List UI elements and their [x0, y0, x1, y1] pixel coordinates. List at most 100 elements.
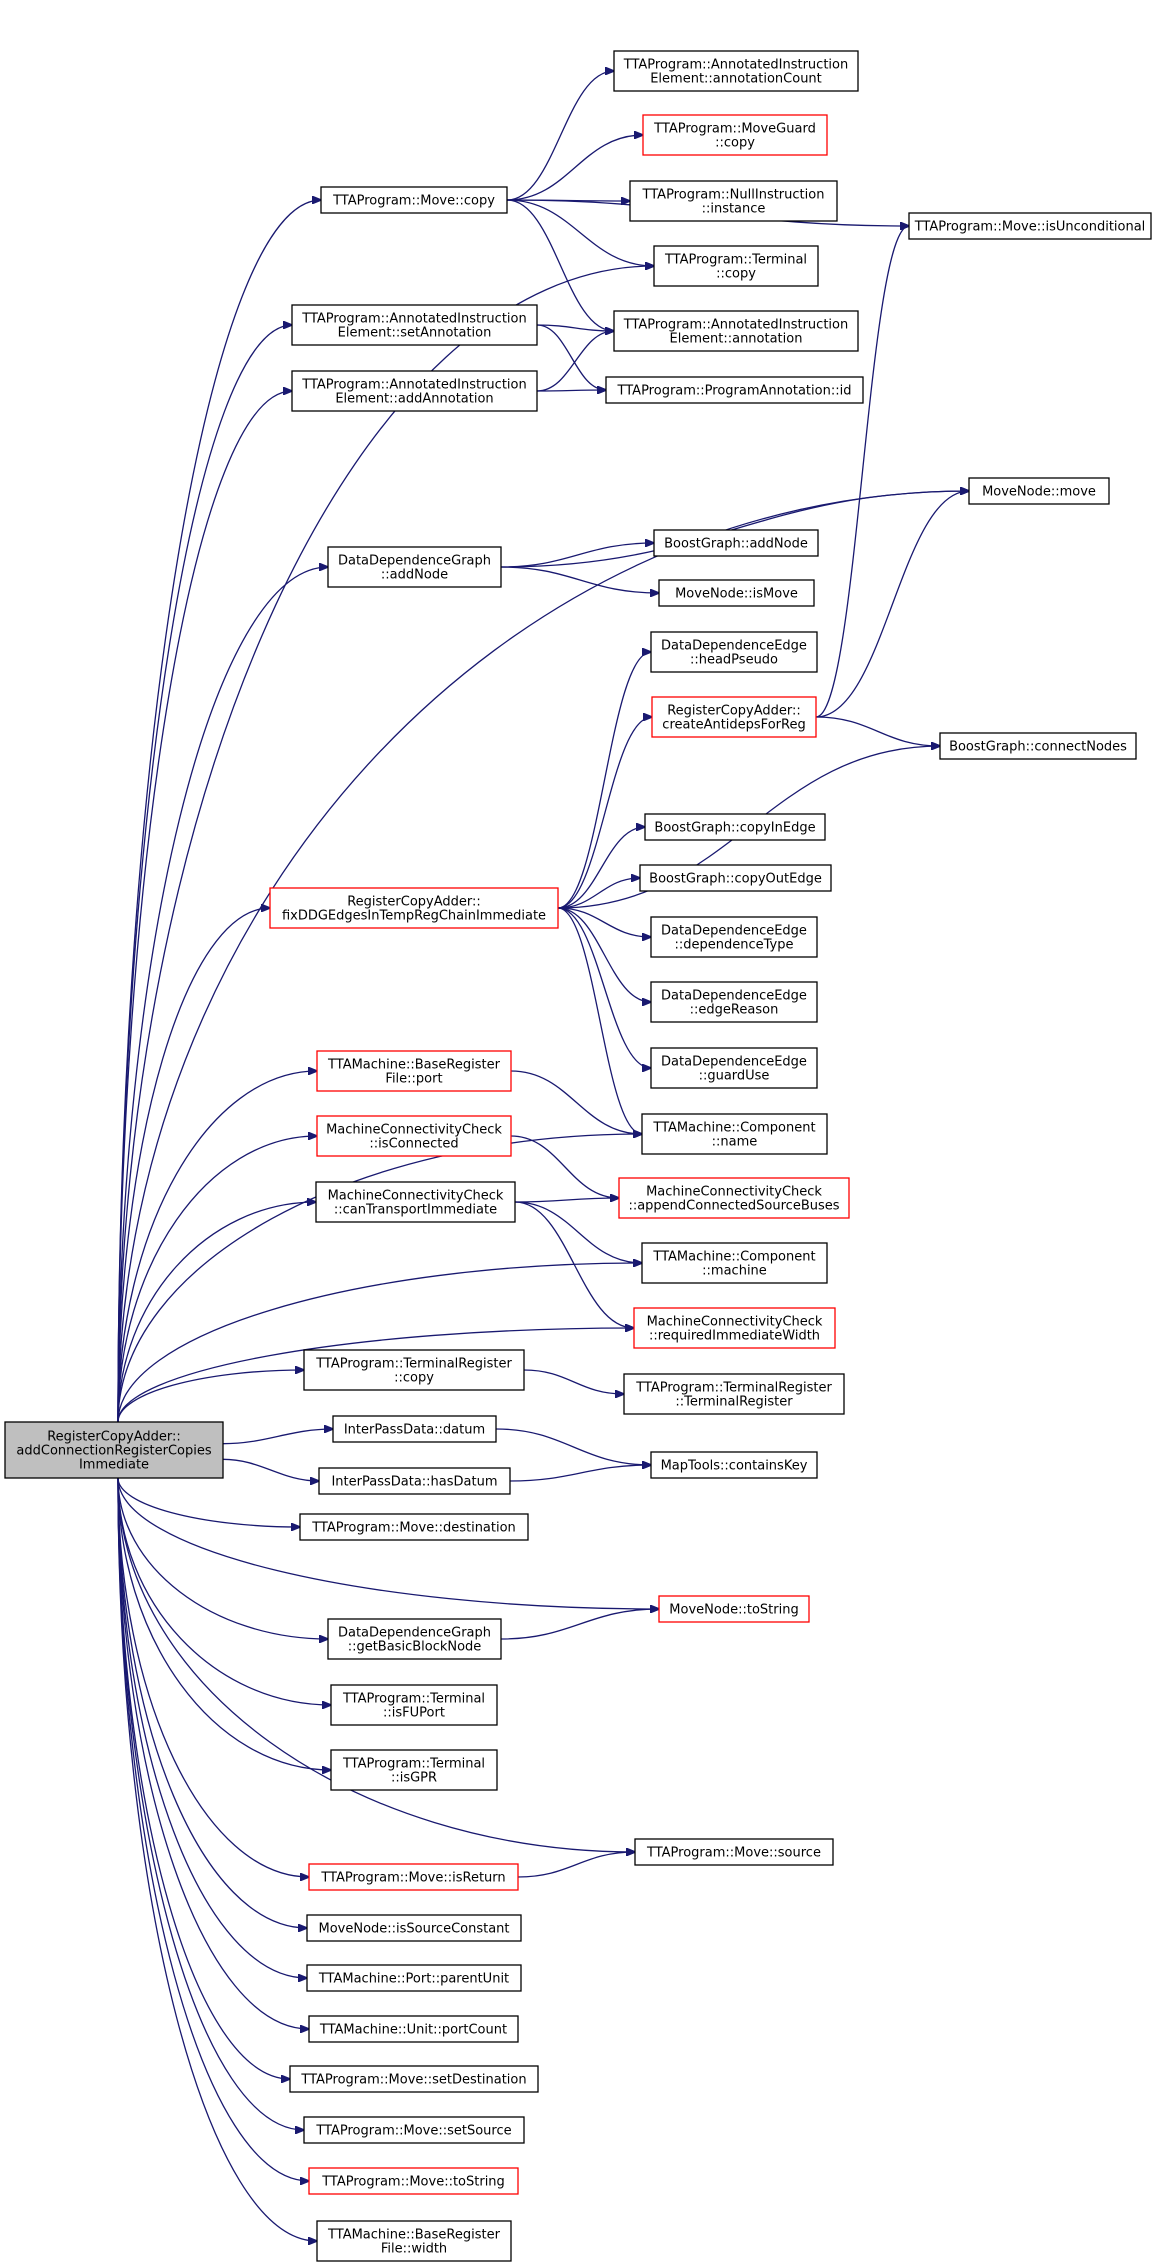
edge-root-to-unit_portcount [117, 1477, 309, 2029]
node-box [316, 2220, 512, 2262]
node-label: addConnectionRegisterCopies [16, 1444, 211, 1459]
node-ann-count[interactable]: TTAProgram::AnnotatedInstructionElement:… [613, 50, 859, 92]
node-box [644, 813, 826, 841]
node-comp-name[interactable]: TTAMachine::Component::name [641, 1113, 828, 1155]
node-box [908, 212, 1152, 240]
node-label: TTAProgram::TerminalRegister [635, 1381, 832, 1396]
node-label: DataDependenceEdge [661, 924, 807, 939]
edge-move_copy-to-annotation [506, 199, 614, 331]
node-dde-edgereason[interactable]: DataDependenceEdge::edgeReason [650, 981, 818, 1023]
edge-root-to-brf_port [117, 1071, 317, 1423]
edge-root-to-mn_issourceconst [117, 1477, 307, 1928]
node-label: TTAProgram::ProgramAnnotation::id [617, 384, 852, 399]
node-label: TTAProgram::Terminal [342, 1757, 485, 1772]
node-ipd-datum[interactable]: InterPassData::datum [332, 1415, 497, 1443]
node-box [308, 1863, 519, 1891]
node-box [650, 1047, 818, 1089]
node-prog-ann-id[interactable]: TTAProgram::ProgramAnnotation::id [605, 376, 864, 404]
node-ipd-hasdatum[interactable]: InterPassData::hasDatum [318, 1467, 511, 1495]
node-label: TTAProgram::AnnotatedInstruction [623, 58, 848, 73]
node-mcc-cantransport[interactable]: MachineConnectivityCheck::canTransportIm… [315, 1181, 516, 1223]
node-box [4, 1421, 224, 1479]
node-mcc-reqwidth[interactable]: MachineConnectivityCheck::requiredImmedi… [633, 1307, 836, 1349]
node-mn-tostring[interactable]: MoveNode::toString [658, 1595, 810, 1623]
node-ddg-addnode[interactable]: DataDependenceGraph::addNode [327, 546, 502, 588]
node-dde-deptype[interactable]: DataDependenceEdge::dependenceType [650, 916, 818, 958]
node-label: TTAMachine::BaseRegister [327, 2228, 501, 2243]
node-label: ::dependenceType [675, 938, 794, 953]
node-add-annotation[interactable]: TTAProgram::AnnotatedInstructionElement:… [291, 370, 538, 412]
node-term-isgpr[interactable]: TTAProgram::Terminal::isGPR [330, 1749, 498, 1791]
node-label: TTAMachine::Component [652, 1121, 815, 1136]
edge-mcc_isconnected-to-mcc_appendbuses [510, 1135, 619, 1198]
node-mn-issourceconst[interactable]: MoveNode::isSourceConstant [306, 1914, 522, 1942]
node-mn-ismove[interactable]: MoveNode::isMove [658, 579, 815, 607]
node-null-instance[interactable]: TTAProgram::NullInstruction::instance [629, 180, 838, 222]
node-box [939, 732, 1137, 760]
node-bg-copyinedge[interactable]: BoostGraph::copyInEdge [644, 813, 826, 841]
node-term-isfuport[interactable]: TTAProgram::Terminal::isFUPort [330, 1684, 498, 1726]
node-move-destination[interactable]: TTAProgram::Move::destination [299, 1513, 529, 1541]
node-box [650, 916, 818, 958]
node-unit-portcount[interactable]: TTAMachine::Unit::portCount [308, 2015, 519, 2043]
node-label: ::addNode [381, 568, 448, 583]
node-label: TTAMachine::Port::parentUnit [318, 1972, 509, 1987]
edge-root-to-movenode_move [117, 491, 969, 1423]
node-port-parentunit[interactable]: TTAMachine::Port::parentUnit [306, 1964, 522, 1992]
edge-termreg_copy-to-termreg_ctor [523, 1369, 624, 1394]
node-bg-connectnodes[interactable]: BoostGraph::connectNodes [939, 732, 1137, 760]
node-move-copy[interactable]: TTAProgram::Move::copy [320, 186, 508, 214]
node-label: ::TerminalRegister [675, 1395, 793, 1410]
node-label: BoostGraph::addNode [664, 537, 808, 552]
node-move-isreturn[interactable]: TTAProgram::Move::isReturn [308, 1863, 519, 1891]
node-label: RegisterCopyAdder:: [667, 704, 801, 719]
node-set-annotation[interactable]: TTAProgram::AnnotatedInstructionElement:… [291, 304, 538, 346]
node-move-tostring[interactable]: TTAProgram::Move::toString [308, 2167, 519, 2195]
node-terminal-copy[interactable]: TTAProgram::Terminal::copy [653, 245, 819, 287]
node-is-unconditional[interactable]: TTAProgram::Move::isUnconditional [908, 212, 1152, 240]
node-box [303, 1349, 525, 1391]
node-bg-addnode[interactable]: BoostGraph::addNode [653, 529, 819, 557]
node-label: MoveNode::isMove [675, 587, 798, 602]
edge-rca_fixddg-to-comp_name [557, 907, 642, 1134]
node-rca-antideps[interactable]: RegisterCopyAdder::createAntidepsForReg [651, 696, 817, 738]
node-mcc-isconnected[interactable]: MachineConnectivityCheck::isConnected [316, 1115, 512, 1157]
node-comp-machine[interactable]: TTAMachine::Component::machine [641, 1242, 828, 1284]
node-movenode-move[interactable]: MoveNode::move [968, 477, 1110, 505]
node-bg-copyoutedge[interactable]: BoostGraph::copyOutEdge [639, 864, 832, 892]
edge-mcc_cantransport-to-mcc_appendbuses [514, 1198, 619, 1203]
node-root[interactable]: RegisterCopyAdder::addConnectionRegister… [4, 1421, 224, 1479]
edge-rca_fixddg-to-bg_copyoutedge [557, 878, 640, 909]
edge-root-to-set_annotation [117, 325, 292, 1423]
node-termreg-copy[interactable]: TTAProgram::TerminalRegister::copy [303, 1349, 525, 1391]
node-box [613, 50, 859, 92]
node-move-setdest[interactable]: TTAProgram::Move::setDestination [289, 2065, 539, 2093]
node-moveguard-copy[interactable]: TTAProgram::MoveGuard::copy [642, 114, 828, 156]
node-rca-fixddg[interactable]: RegisterCopyAdder::fixDDGEdgesInTempRegC… [269, 887, 559, 929]
edge-add_annotation-to-annotation [536, 331, 614, 392]
node-ddg-getbb[interactable]: DataDependenceGraph::getBasicBlockNode [327, 1618, 502, 1660]
node-label: DataDependenceGraph [338, 1626, 491, 1641]
node-box [642, 114, 828, 156]
node-maptools-containskey[interactable]: MapTools::containsKey [650, 1451, 818, 1479]
edge-root-to-move_source [117, 1477, 635, 1852]
node-label: BoostGraph::connectNodes [949, 740, 1127, 755]
node-dde-guarduse[interactable]: DataDependenceEdge::guardUse [650, 1047, 818, 1089]
node-label: DataDependenceEdge [661, 1055, 807, 1070]
node-termreg-ctor[interactable]: TTAProgram::TerminalRegister::TerminalRe… [623, 1373, 845, 1415]
edge-root-to-mn_tostring [117, 1477, 659, 1609]
node-box [327, 546, 502, 588]
node-annotation[interactable]: TTAProgram::AnnotatedInstructionElement:… [613, 310, 859, 352]
node-dde-headpseudo[interactable]: DataDependenceEdge::headPseudo [650, 631, 818, 673]
node-label: fixDDGEdgesInTempRegChainImmediate [282, 909, 546, 924]
edge-root-to-mcc_reqwidth [117, 1328, 634, 1423]
node-box [299, 1513, 529, 1541]
node-move-setsource[interactable]: TTAProgram::Move::setSource [303, 2116, 525, 2144]
node-label: ::copy [394, 1371, 434, 1386]
node-label: TTAProgram::Move::isReturn [320, 1871, 505, 1886]
node-mcc-appendbuses[interactable]: MachineConnectivityCheck::appendConnecte… [618, 1177, 850, 1219]
node-label: RegisterCopyAdder:: [347, 895, 481, 910]
node-move-source[interactable]: TTAProgram::Move::source [634, 1838, 834, 1866]
